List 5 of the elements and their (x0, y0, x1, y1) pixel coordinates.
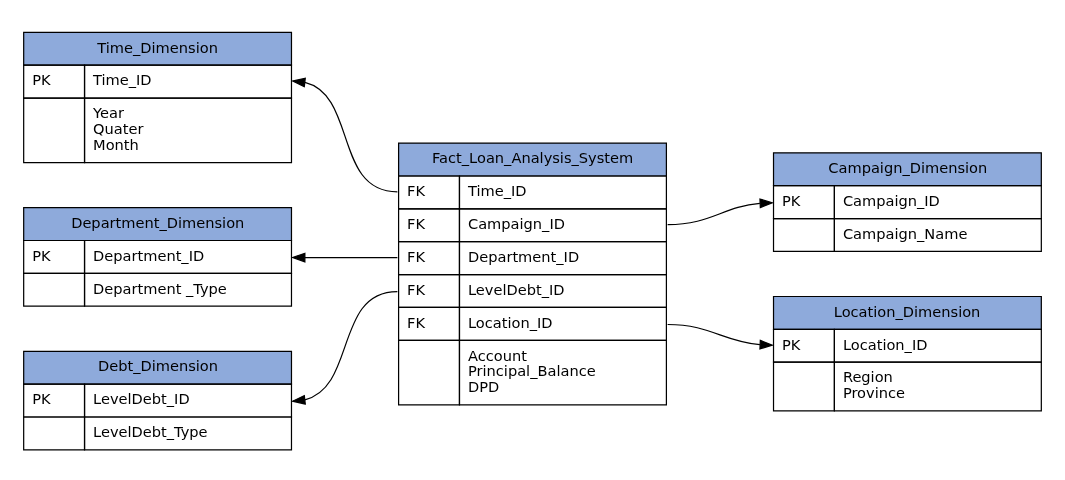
arrow (290, 251, 398, 263)
arrow (667, 323, 775, 350)
arrow (667, 197, 775, 225)
arrow (290, 290, 398, 405)
arrow (290, 76, 398, 192)
